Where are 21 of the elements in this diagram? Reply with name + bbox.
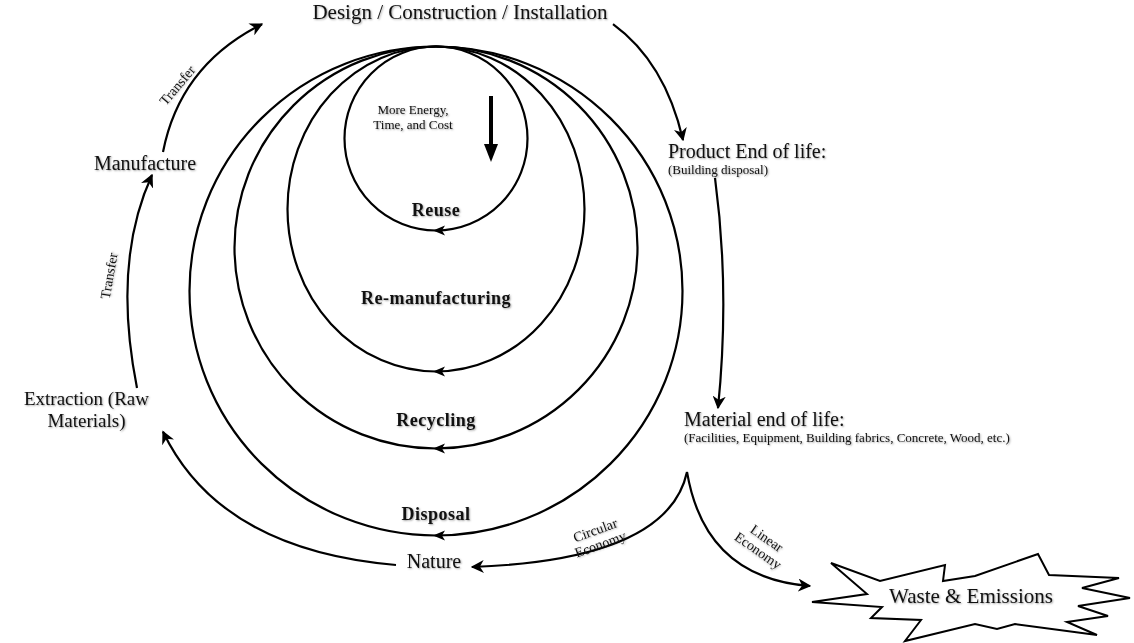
stage-label: Extraction (Raw Materials) bbox=[4, 388, 169, 432]
stage-label: Waste & Emissions bbox=[888, 584, 1054, 609]
arrow bbox=[162, 430, 397, 567]
stage-note: (Building disposal) bbox=[668, 163, 770, 178]
stage-label: Product End of life: bbox=[668, 140, 828, 163]
arrow bbox=[126, 173, 154, 389]
arrow bbox=[685, 471, 812, 592]
loop-label: Re-manufacturing bbox=[360, 288, 512, 309]
arrow bbox=[712, 177, 726, 410]
stage-label: Design / Construction / Installation bbox=[250, 0, 670, 25]
stage-label: Nature bbox=[396, 550, 472, 573]
edge-label: Transfer bbox=[97, 250, 122, 303]
arrow bbox=[470, 471, 689, 573]
stage-label: Manufacture bbox=[78, 152, 212, 175]
note-text: More Energy, Time, and Cost bbox=[372, 103, 454, 133]
stage-label: Material end of life: bbox=[684, 408, 846, 431]
loop-label: Reuse bbox=[410, 200, 462, 221]
stage-note: (Facilities, Equipment, Building fabrics, Concrete, Wood, etc.) bbox=[684, 431, 1011, 446]
arrow bbox=[612, 23, 687, 142]
arrow bbox=[161, 23, 264, 153]
loop-label: Recycling bbox=[395, 410, 477, 431]
